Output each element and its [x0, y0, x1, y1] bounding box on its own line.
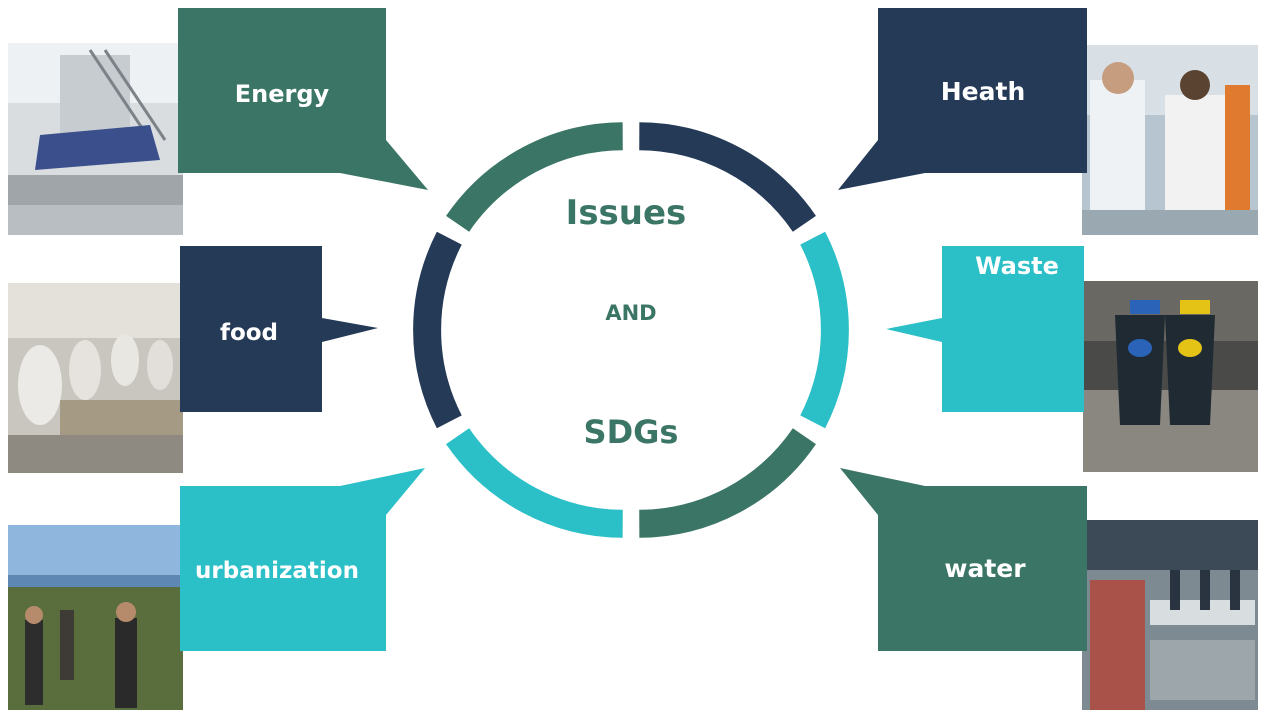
- waste-label: Waste: [975, 252, 1059, 280]
- waste-callout: Waste: [886, 246, 1084, 412]
- health-photo: [1082, 45, 1258, 235]
- ring-segment-bottom-right: [639, 428, 816, 538]
- energy-callout: Energy: [178, 8, 428, 190]
- ring-segment-right: [800, 231, 849, 429]
- food-photo: [8, 283, 183, 473]
- energy-label: Energy: [235, 80, 330, 108]
- health-label: Heath: [941, 77, 1026, 106]
- ring-segment-top-right: [639, 122, 816, 232]
- water-photo: [1082, 520, 1258, 710]
- urbanization-label: urbanization: [195, 558, 359, 584]
- center-title-sdgs: SDGs: [584, 413, 679, 451]
- water-label: water: [944, 554, 1026, 583]
- center-title-and: AND: [605, 301, 656, 325]
- urbanization-photo: [8, 525, 183, 710]
- food-label: food: [220, 320, 278, 346]
- urbanization-callout: urbanization: [180, 468, 425, 651]
- ring-segment-left: [413, 231, 462, 429]
- waste-photo: [1083, 281, 1258, 472]
- water-callout: water: [840, 468, 1087, 651]
- center-title-issues: Issues: [566, 193, 687, 233]
- food-callout: food: [180, 246, 378, 412]
- ring-segment-top-left: [446, 122, 623, 232]
- center-ring: [413, 122, 849, 538]
- ring-segment-bottom-left: [446, 428, 623, 538]
- health-callout: Heath: [838, 8, 1087, 190]
- energy-photo: [8, 43, 183, 235]
